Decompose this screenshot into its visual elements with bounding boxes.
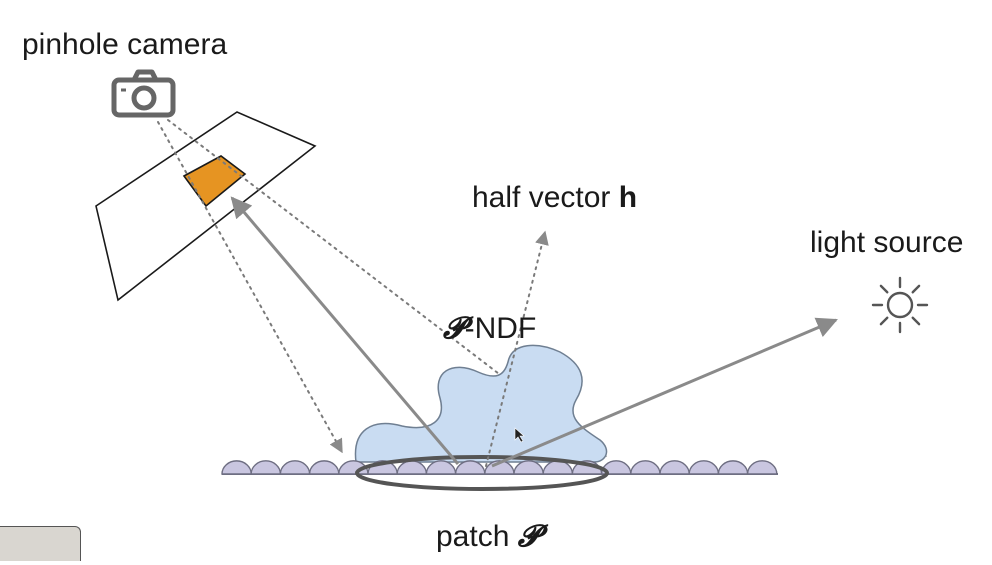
light-direction-arrow [491,317,838,468]
sun-ray [879,316,889,326]
camera-icon [111,69,176,118]
microfacet-bump [688,460,720,475]
microfacet-bump [396,460,428,475]
light-source-label: light source [810,226,963,259]
sun-ray [911,316,921,326]
microfacet-bump [717,460,749,475]
microfacet-bump [454,460,486,475]
microfacet-bump [630,460,661,475]
camera-ray-left [157,121,343,454]
microfacet-bump [659,460,690,475]
microfacet-bump [746,460,778,475]
ndf-lobe [354,344,608,463]
sun-icon [871,276,929,334]
ndf-label: 𝓟-NDF [443,311,536,346]
view-direction-arrow [230,196,460,465]
sun-ray [911,284,921,294]
corner-thumbnail [0,526,81,561]
cursor-icon [514,427,525,443]
half-vector-label-text: half vector [472,181,619,214]
microfacet-surface [221,460,778,475]
microfacet-bump [513,460,544,475]
half-vector-label: half vector h [472,181,637,214]
patch-label: patch 𝓟 [436,519,549,554]
camera-label: pinhole camera [22,28,227,61]
sun-ray [879,284,889,294]
patch-symbol: 𝓟 [518,519,549,554]
half-vector-arrow [485,230,549,467]
microfacet-bump [425,460,457,475]
microfacet-bump [279,460,311,475]
microfacet-bump [250,460,282,475]
camera-ray-right [167,119,608,457]
microfacet-bump [308,460,340,475]
ndf-label-text: -NDF [465,312,537,345]
patch-ellipse [355,455,609,491]
half-vector-symbol: h [619,181,637,214]
patch-label-text: patch [436,520,518,553]
microfacet-bump [221,460,252,475]
